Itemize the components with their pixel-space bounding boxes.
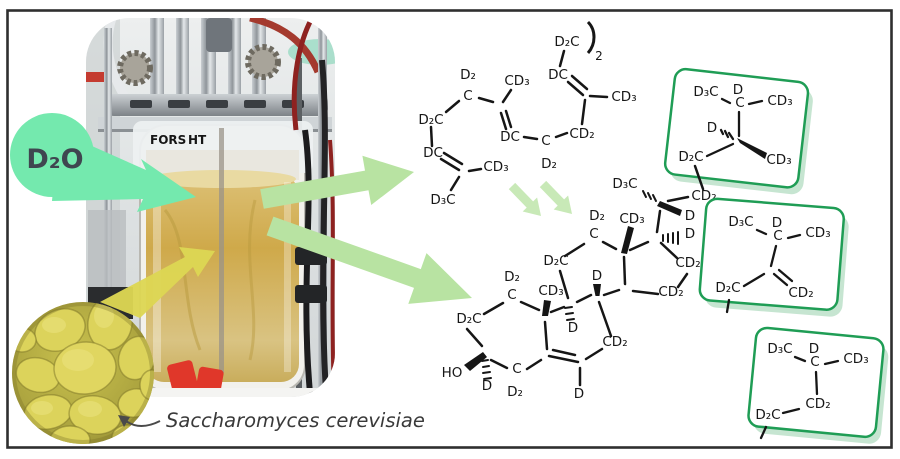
- sterol-bold-wedges: [464, 201, 682, 371]
- atom-label: D₂C: [715, 280, 740, 296]
- atom-label: D: [707, 120, 717, 136]
- atom-label: DC: [548, 67, 568, 83]
- atom-label: C: [507, 287, 516, 303]
- atom-label: CD₂: [675, 255, 700, 271]
- sterol-structure: D₂ C D₂C HO D C D₂ D CD₂ D CD₃ D D₂ C D₂…: [442, 176, 717, 402]
- species-pointer-arrow: [125, 420, 161, 427]
- species-pointer-head: [118, 415, 130, 427]
- atom-label: D₂: [460, 67, 476, 83]
- atom-label: CD₂: [788, 285, 813, 301]
- atom-label: HO: [442, 365, 463, 381]
- sterol-hash-wedges: [481, 190, 679, 380]
- d2o-bubble: D₂O: [10, 113, 196, 212]
- atom-label: CD₃: [766, 152, 791, 168]
- atom-label: D: [685, 208, 695, 224]
- glass-vessel: [133, 121, 313, 392]
- species-label: Saccharomyces cerevisiae: [166, 409, 425, 432]
- atom-label: CD₃: [611, 89, 636, 105]
- atom-label: D: [809, 341, 819, 357]
- atom-label: D: [482, 378, 492, 394]
- fragment-box-2: D₃C D C CD₃ D₂C CD₂: [698, 197, 845, 314]
- atom-label: D₂: [541, 156, 557, 172]
- atom-label: D₂C: [554, 34, 579, 50]
- atom-label: C: [773, 228, 782, 244]
- squalene-structure: D₂C 2 DC CD₃ CD₂ C D₂ DC CD₃ D₂ C D₂C DC…: [418, 20, 637, 208]
- squalene-bonds: [429, 49, 609, 192]
- vessel-brand-gray: FORS: [150, 133, 186, 147]
- atom-label: CD₂: [602, 334, 627, 350]
- sterol-labels: D₂ C D₂C HO D C D₂ D CD₂ D CD₃ D D₂ C D₂…: [442, 176, 717, 402]
- atom-label: CD₃: [619, 211, 644, 227]
- atom-label: C: [589, 226, 598, 242]
- fragment-box-1: D₃C D C CD₃ D D₂C CD₃: [663, 67, 810, 189]
- atom-label: D₂C: [755, 407, 780, 423]
- atom-label: D₃C: [430, 192, 455, 208]
- repeat-bracket: [586, 20, 596, 54]
- arrow-to-squalene: [260, 155, 414, 209]
- fragment-box-3: D₃C D C CD₃ CD₂ D₂C: [747, 326, 885, 440]
- atom-label: C: [735, 95, 744, 111]
- figure-border: [6, 9, 893, 449]
- atom-label: C: [810, 354, 819, 370]
- atom-label: CD₃: [483, 159, 508, 175]
- atom-label: D₂: [507, 384, 523, 400]
- bracket-subscript: 2: [595, 49, 603, 63]
- atom-label: DC: [500, 129, 520, 145]
- atom-label: D₂C: [456, 311, 481, 327]
- atom-label: CD₂: [658, 284, 683, 300]
- head-fittings: [103, 18, 322, 115]
- atom-label: C: [512, 361, 521, 377]
- atom-label: C: [463, 88, 472, 104]
- atom-label: D: [592, 268, 602, 284]
- atom-label: D₃C: [693, 84, 718, 100]
- atom-label: DC: [423, 145, 443, 161]
- atom-label: CD₃: [767, 93, 792, 109]
- atom-label: CD₃: [538, 283, 563, 299]
- squalene-labels: D₂C 2 DC CD₃ CD₂ C D₂ DC CD₃ D₂ C D₂C DC…: [418, 34, 636, 208]
- atom-label: D: [772, 215, 782, 231]
- atom-label: D₂C: [543, 253, 568, 269]
- atom-label: CD₃: [805, 225, 830, 241]
- atom-label: D₂C: [678, 149, 703, 165]
- atom-label: CD₂: [569, 126, 594, 142]
- atom-label: D₃C: [767, 341, 792, 357]
- sidechain-box-connector: [693, 164, 705, 191]
- vessel-brand-red: HT: [188, 133, 207, 147]
- d2o-label: D₂O: [26, 144, 83, 175]
- atom-label: D: [685, 226, 695, 242]
- sterol-bonds: [465, 195, 690, 387]
- atom-label: D₂: [504, 269, 520, 285]
- atom-label: D₂: [589, 208, 605, 224]
- yeast-cells: [12, 302, 154, 444]
- atom-label: CD₃: [504, 73, 529, 89]
- atom-label: D₃C: [612, 176, 637, 192]
- atom-label: D: [568, 320, 578, 336]
- background-red-stripe: [86, 72, 112, 82]
- yeast-beam: [100, 247, 215, 318]
- atom-label: D: [733, 82, 743, 98]
- atom-label: D₃C: [728, 214, 753, 230]
- atom-label: CD₃: [843, 351, 868, 367]
- atom-label: D: [574, 386, 584, 402]
- arrow-to-sterol: [266, 216, 472, 304]
- atom-label: D₂C: [418, 112, 443, 128]
- atom-label: CD₂: [805, 396, 830, 412]
- yeast-inset: [12, 247, 215, 444]
- conversion-arrows: [508, 180, 572, 216]
- atom-label: C: [541, 133, 550, 149]
